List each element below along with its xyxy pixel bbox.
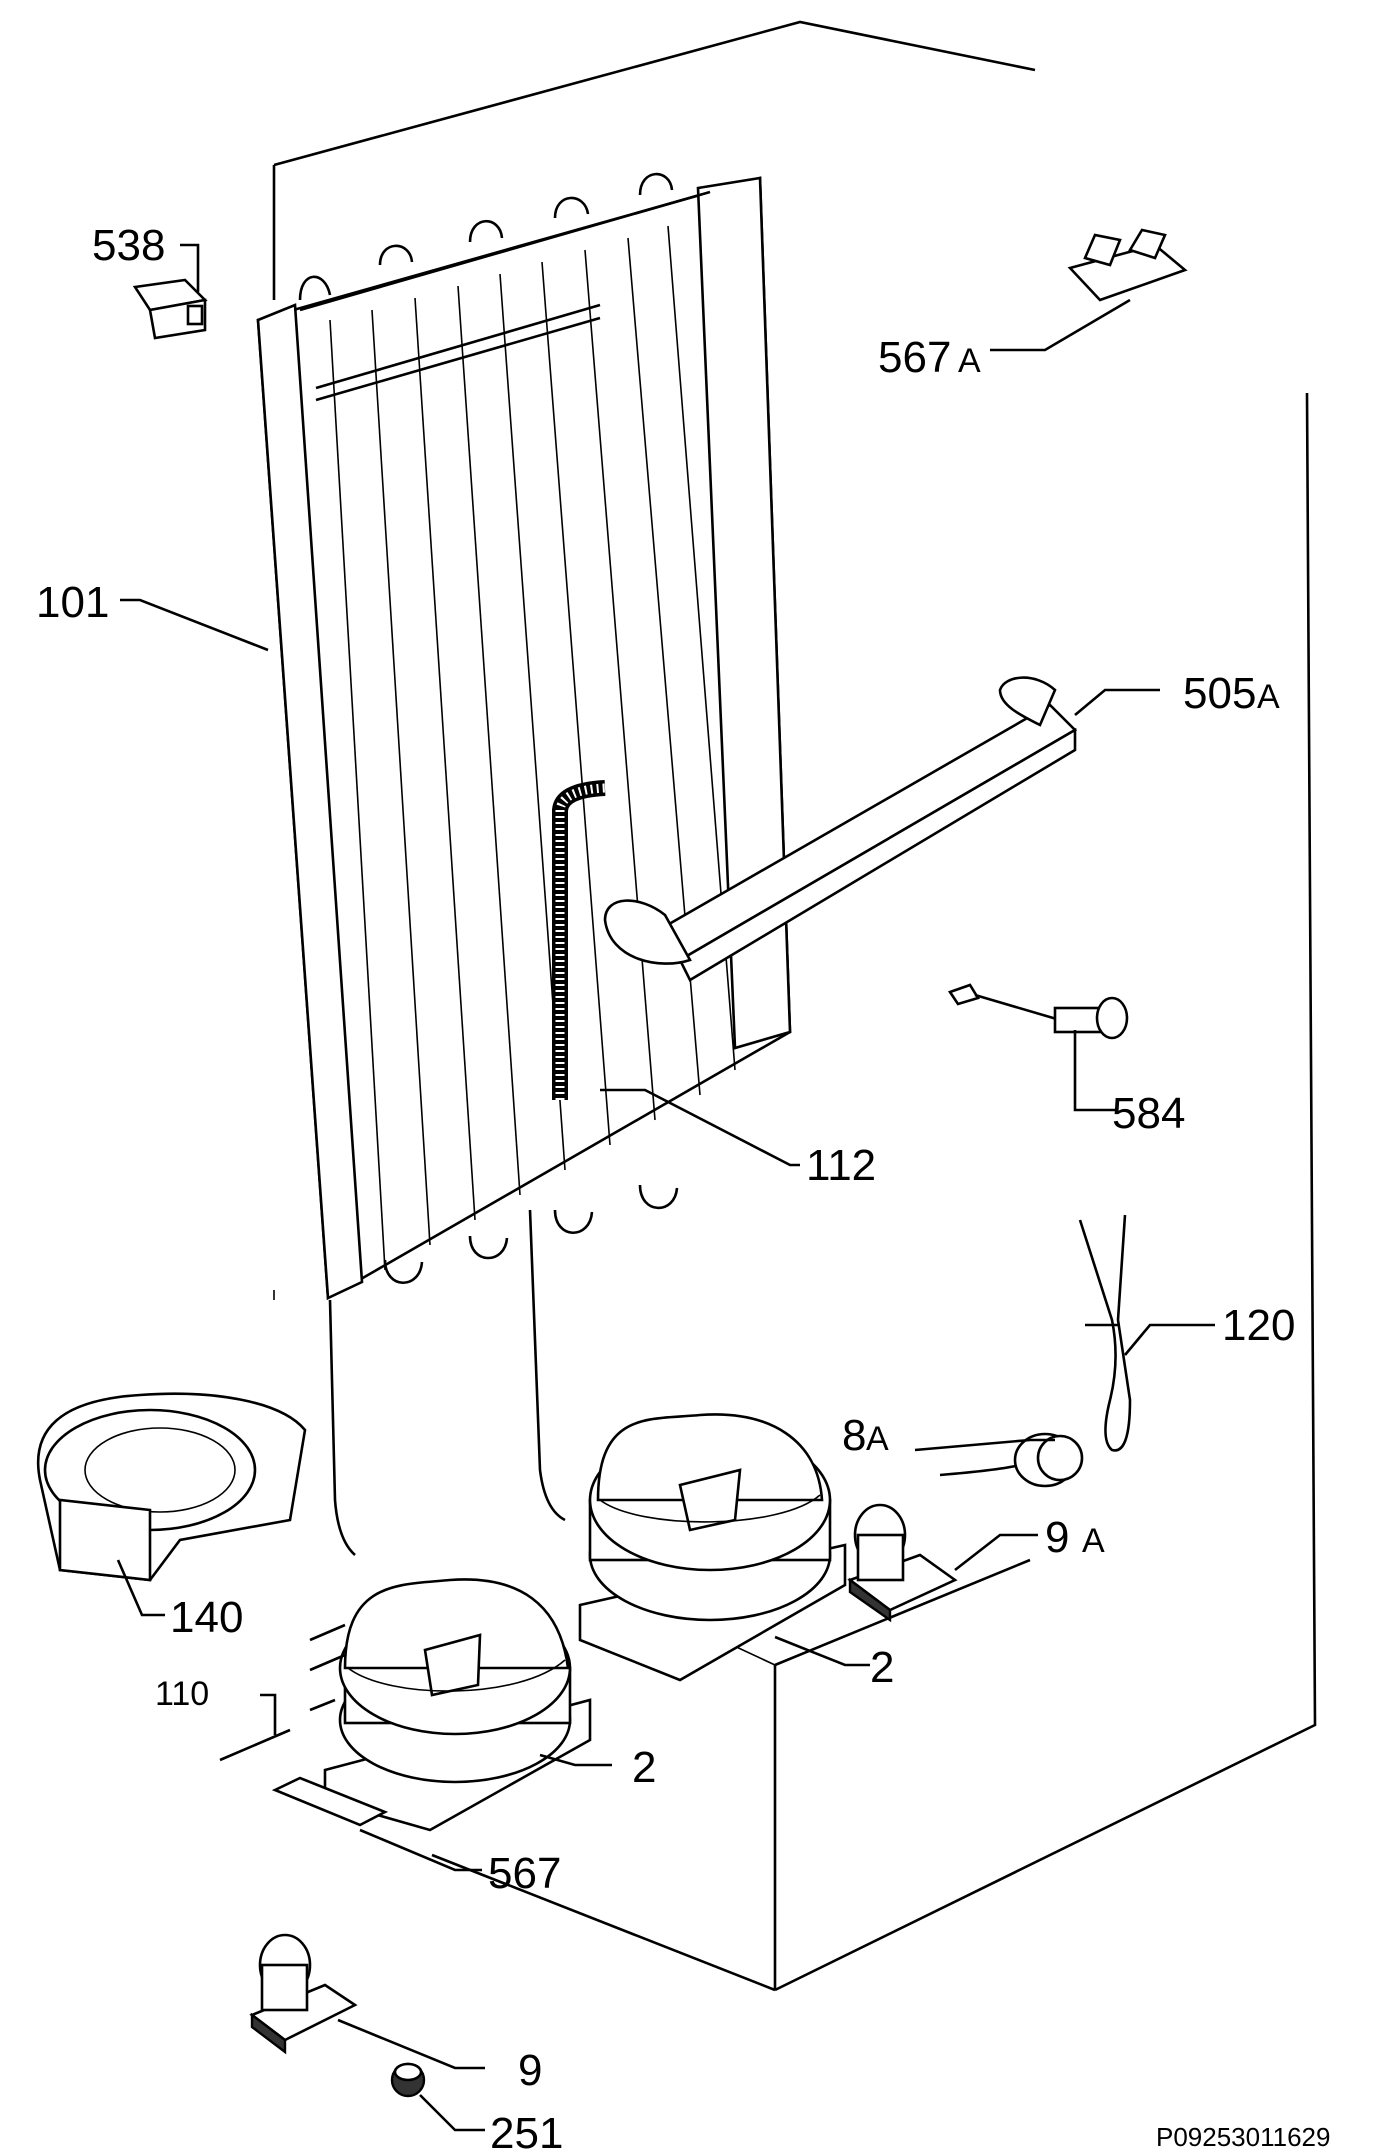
part-8a-relay <box>939 1432 1084 1488</box>
label-9: 9 <box>518 2046 542 2095</box>
part-120-cable <box>1078 1214 1132 1452</box>
leader-lines <box>116 243 1215 2132</box>
reference-code: P09253011629 <box>1156 2122 1330 2152</box>
label-538: 538 <box>92 221 165 270</box>
label-567a: 567 <box>878 333 951 382</box>
label-567a-suffix: A <box>958 342 981 380</box>
part-9-clamp <box>249 1933 358 2055</box>
label-2-upper: 2 <box>870 1643 894 1692</box>
compressor-lower <box>309 1578 592 1832</box>
compressor-upper <box>578 1413 847 1682</box>
label-2-lower: 2 <box>632 1743 656 1792</box>
label-505a: 505 <box>1183 669 1256 718</box>
label-8a: 8 <box>842 1411 866 1460</box>
part-505a-handle <box>603 676 1078 982</box>
label-120: 120 <box>1222 1301 1295 1350</box>
label-112: 112 <box>806 1141 876 1190</box>
label-251: 251 <box>490 2109 563 2154</box>
label-9a: 9 <box>1045 1513 1069 1562</box>
label-101: 101 <box>36 578 109 627</box>
cabinet-outline <box>272 20 1317 1992</box>
label-110: 110 <box>155 1675 209 1713</box>
label-567: 567 <box>488 1849 561 1898</box>
part-110-pins <box>219 1698 336 1762</box>
filter-drier <box>552 780 606 1100</box>
part-538-connector <box>132 278 208 340</box>
label-8a-suffix: A <box>866 1420 889 1458</box>
label-140: 140 <box>170 1593 243 1642</box>
part-251-nut <box>390 2062 426 2098</box>
part-9a-clamp <box>847 1503 958 1623</box>
part-labels: 538 567 A 101 505 A 584 112 120 8 A 9 A … <box>36 221 1330 2154</box>
part-140-drip-tray <box>36 1392 307 1582</box>
part-567-plate <box>271 1776 389 1827</box>
label-505a-suffix: A <box>1257 678 1280 716</box>
part-567a-bracket <box>1067 228 1188 302</box>
label-9a-suffix: A <box>1082 1522 1105 1560</box>
label-584: 584 <box>1112 1089 1185 1138</box>
condenser <box>256 172 792 1556</box>
part-584-sensor <box>947 983 1129 1040</box>
